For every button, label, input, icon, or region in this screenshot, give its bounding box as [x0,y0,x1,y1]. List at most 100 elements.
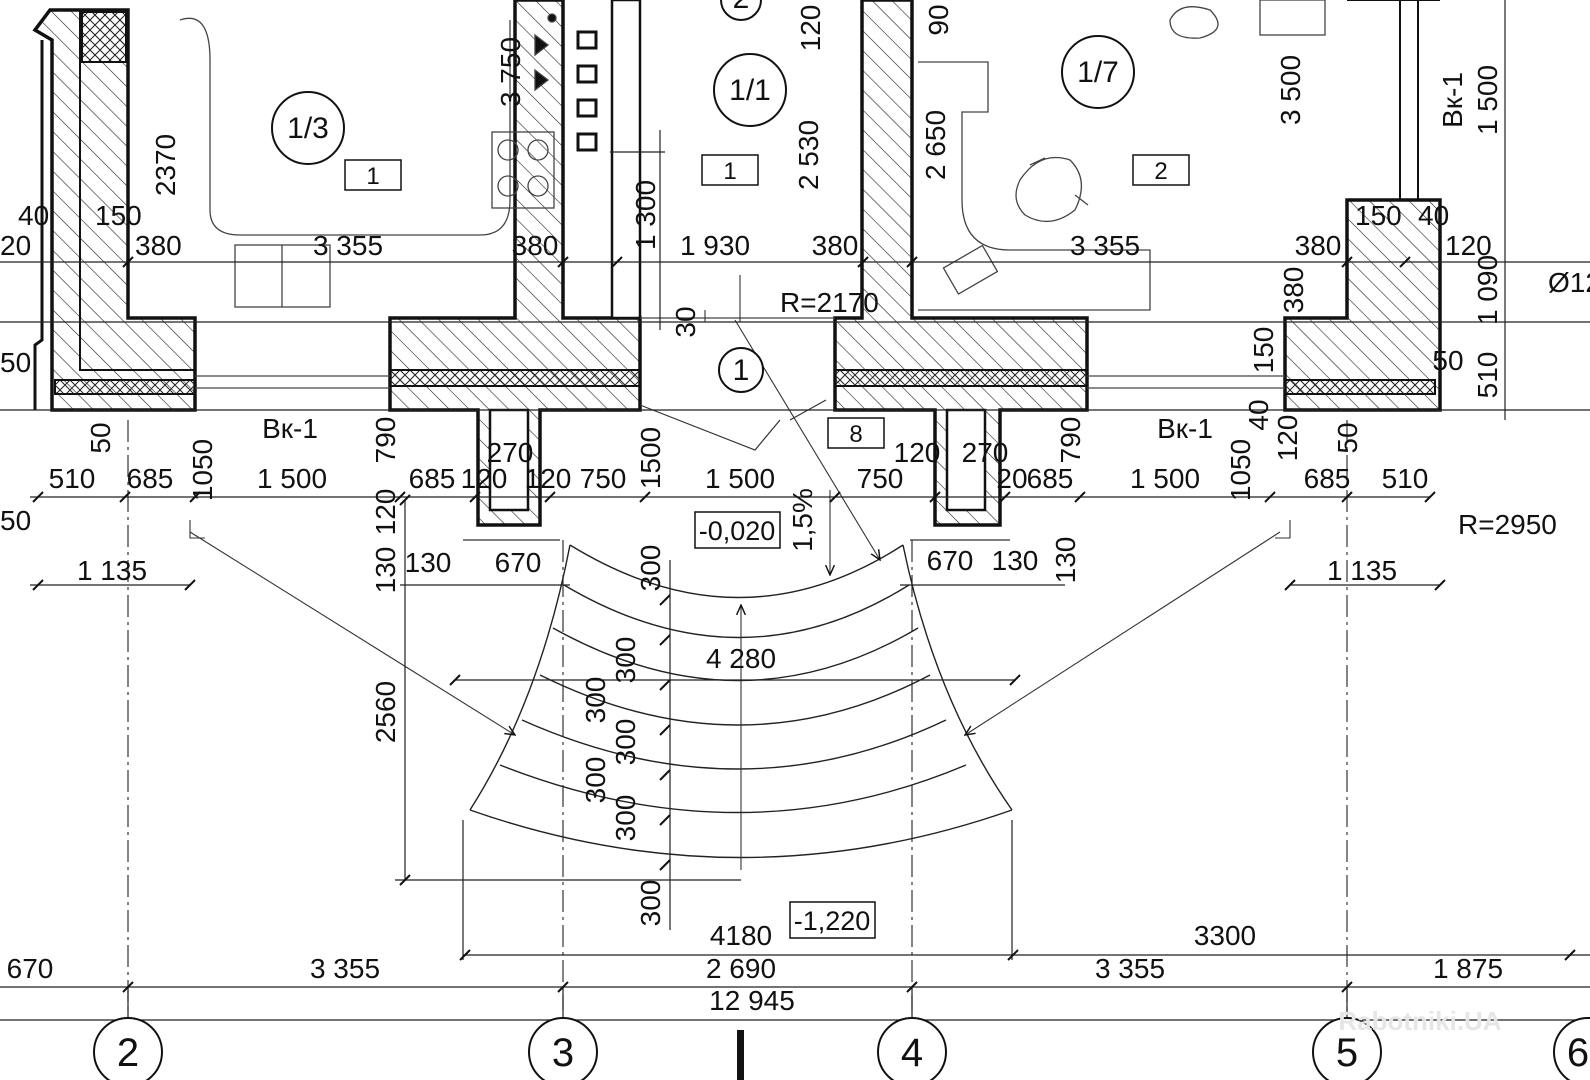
dimension-label: 380 [512,230,559,261]
dimension-label: 3 355 [313,230,383,261]
dimension-label: 90 [923,4,954,35]
level-entrance: -0,020 [699,516,776,546]
dimension-label: 270 [487,437,534,468]
watermark: Rabotniki.UA [1338,1006,1501,1036]
room-1-3-label: 1/3 [287,112,329,145]
level-ground: -1,220 [794,906,871,936]
dimension-label: 270 [962,437,1009,468]
dimension-label: 300 [635,880,666,927]
bottom-dimensions: 4180 3300 670 3 355 2 690 3 355 1 875 12… [7,920,1503,1016]
dimension-label: 2 690 [706,953,776,984]
computer-icon [942,244,999,295]
dimension-label: 50 [85,422,116,453]
dimension-label: 1 300 [630,180,661,250]
dimension-label: 1 135 [77,555,147,586]
dimension-label: 120 [525,463,572,494]
axis-4-label: 4 [901,1031,923,1075]
dimension-label: 300 [580,757,611,804]
room-tag-boxes [344,154,1190,939]
dimension-label: 670 [927,545,974,576]
window-mark-right-top: Вк-1 [1437,72,1468,128]
room-1-3-tag: 1 [366,163,379,190]
room-1-7-label: 1/7 [1077,56,1119,89]
dimension-label: 1 500 [257,463,327,494]
dimension-label: 510 [49,463,96,494]
radius-porch: R=2170 [780,287,879,318]
axis-6-bubble [1553,1017,1590,1080]
room-entry-label: 1 [733,354,750,387]
stove-icon [491,131,555,209]
dimension-label: 50 [1332,422,1363,453]
section-mark [737,1030,744,1080]
dimension-label: 2370 [150,134,181,196]
wall-t-left-stem [488,408,530,512]
dimension-label: 130 [405,547,452,578]
dimension-label: 2 650 [920,110,951,180]
dimension-label: 120 [1445,230,1492,261]
axis-6-label: 6 [1567,1031,1589,1075]
dimension-label: 130 [1050,537,1081,584]
dimension-label: 790 [1055,417,1086,464]
axis-labels: 2 3 4 5 6 [117,1031,1589,1075]
fixtures [179,0,1326,311]
axis-5-label: 5 [1336,1031,1358,1075]
dimension-label: 150 [1355,200,1402,231]
dimension-label: 1050 [1225,439,1256,501]
slope-label: 1,5% [787,488,818,552]
level-marks: -0,020 -1,220 1,5% R=2170 R=2950 Ø12 Вк-… [262,72,1590,936]
room-1-7-tag: 2 [1154,158,1167,185]
dimension-lines [0,0,1590,1050]
window-mark-right: Вк-1 [1157,413,1213,444]
dimension-label: 380 [1278,267,1309,314]
arc-stair [469,544,1013,859]
axis-2-bubble [93,1017,163,1080]
dimension-label: 120 [461,463,508,494]
dimension-label: 20 [0,230,31,261]
dimension-label: 300 [580,677,611,724]
room-labels: 1/3 1/1 1/7 1 2 1 1 2 8 [287,0,1168,448]
middle-dimensions: 50 510 685 1050 1 500 790 685 120 270 12… [0,399,1428,593]
axis-5-bubble [1312,1017,1382,1080]
dimension-label: 4180 [710,920,772,951]
dimension-label: 1 500 [705,463,775,494]
dimension-label: 300 [610,795,641,842]
dimension-label: 3 355 [1095,953,1165,984]
dimension-label: 1500 [635,427,666,489]
dimension-label: 685 [409,463,456,494]
dimension-label: 300 [610,719,641,766]
axis-bubbles [93,1017,1590,1080]
radius-leaders [189,275,1291,870]
dimension-label: 750 [580,463,627,494]
kitchen-counter [179,17,511,236]
desk [918,61,1151,311]
room-1-1-label: 1/1 [729,74,771,107]
dimension-label: 510 [1472,352,1503,399]
pipe-diameter: Ø12 [1548,267,1590,298]
dimension-label: 1 930 [680,230,750,261]
axis-2-label: 2 [117,1031,139,1075]
dimension-label: 120 [1272,415,1303,462]
dimension-label: 1 500 [1130,463,1200,494]
dimension-label: 300 [635,545,666,592]
axis-3-bubble [528,1017,598,1080]
stair-dimensions: 300 300 300 300 300 300 300 4 280 2560 [370,545,776,927]
dimension-label: 12 945 [709,985,795,1016]
wall-t-right-stem [945,408,987,512]
dimension-label: 120 [894,437,941,468]
dimension-label: 50 [0,505,31,536]
room-entry-tag: 8 [849,421,862,448]
dimension-label: 1 500 [1472,65,1503,135]
dimension-label: 685 [127,463,174,494]
axis-4-bubble [877,1017,947,1080]
dimension-label: 120 [795,5,826,52]
dimension-label: 3 500 [1275,55,1306,125]
dimension-label: 3 355 [1070,230,1140,261]
dimension-label: 1050 [187,439,218,501]
dimension-label: 670 [495,547,542,578]
dimension-label: 3300 [1194,920,1256,951]
room-1-1-tag: 1 [723,158,736,185]
dimension-label: 30 [670,306,701,337]
dimension-label: 130 [992,545,1039,576]
radius-stair: R=2950 [1458,509,1557,540]
